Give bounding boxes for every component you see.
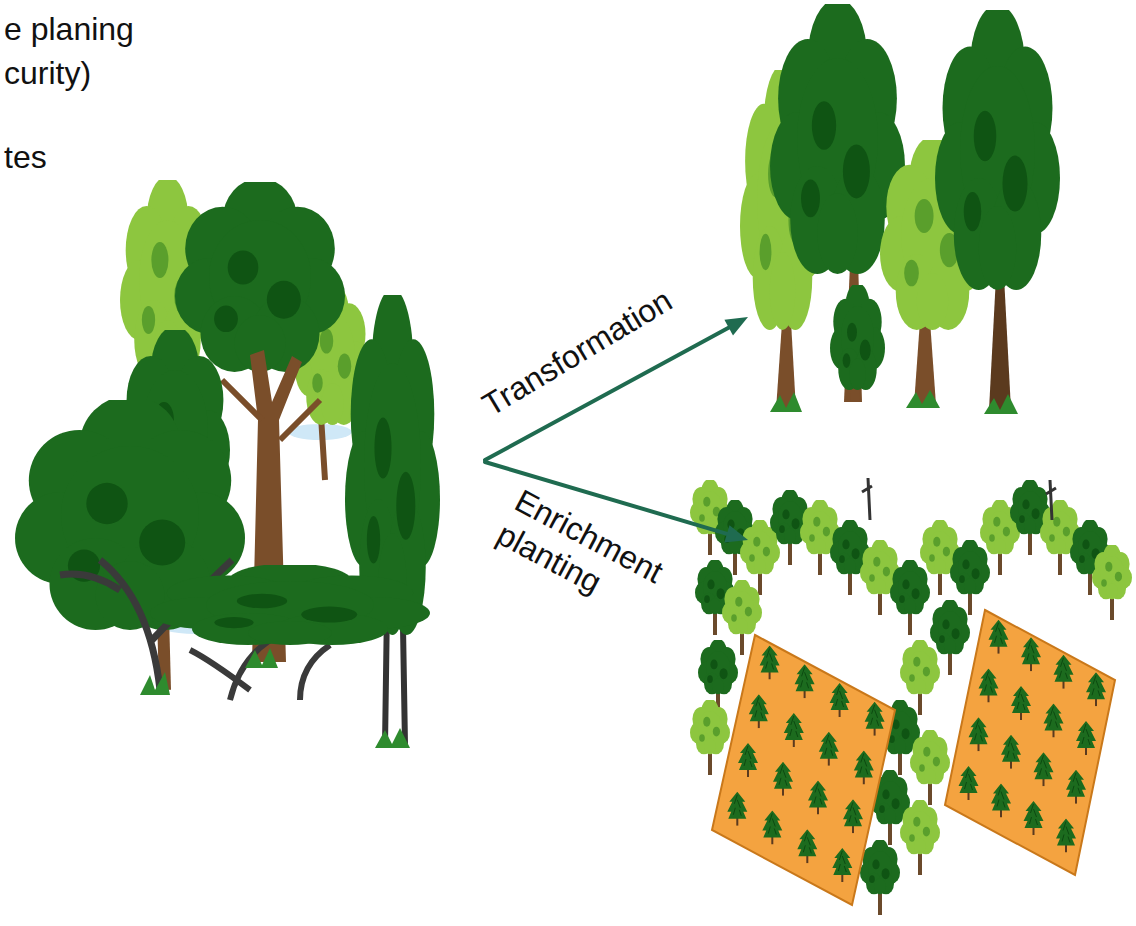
enrichment-plantation-part — [1066, 770, 1086, 804]
enrichment-plantation-part — [797, 829, 817, 863]
enrichment-plantation-part — [830, 683, 850, 717]
enrichment-plantation-part — [1056, 819, 1076, 853]
enrichment-plantation-part — [727, 792, 747, 826]
enrichment-plantation-part — [1076, 721, 1096, 755]
enrichment-plantation-part — [945, 610, 1115, 875]
mixed-forest-part-part — [140, 672, 170, 695]
mixed-forest-part-part — [375, 728, 410, 748]
mixed-forest-part — [140, 648, 410, 748]
enrichment-plantation-part — [1044, 704, 1064, 738]
enrichment-plantation-part — [738, 743, 758, 777]
enrichment-plantation-part — [989, 620, 1009, 654]
enrichment-plantation-part — [762, 811, 782, 845]
enrichment-plantation-part — [1092, 544, 1132, 620]
enrichment-plantation-part — [795, 664, 815, 698]
enrichment-plantation-part — [1021, 637, 1041, 671]
enrichment-plantation-part — [991, 784, 1011, 818]
cut-off-text: tes — [4, 138, 47, 176]
transformed-forest-part-part — [770, 392, 802, 412]
arrow-label: Transformation — [476, 280, 681, 424]
transformed-forest-part-part — [984, 394, 1018, 414]
transformed-forest-part-part — [906, 390, 940, 408]
enrichment-plantation-part — [862, 478, 1056, 520]
mixed-forest-part — [222, 380, 320, 440]
mixed-forest-part — [175, 178, 345, 372]
arrow-label: Enrichment planting — [491, 482, 703, 643]
enrichment-plantation-part — [749, 694, 769, 728]
enrichment-plantation-part — [959, 766, 979, 800]
branch-arrows-part — [724, 525, 748, 542]
enrichment-plantation-part — [784, 713, 804, 747]
enrichment-plantation-part — [1054, 655, 1074, 689]
mixed-forest — [15, 176, 440, 748]
enrichment-plantation-part — [1001, 735, 1021, 769]
enrichment-plantation-part — [712, 635, 895, 905]
enrichment-plantation-part — [1034, 752, 1054, 786]
transformed-forest-part — [935, 4, 1060, 290]
enrichment-plantation-part — [890, 559, 930, 635]
enrichment-plantation-part — [1086, 672, 1106, 706]
branch-arrows-part — [724, 317, 748, 336]
cut-off-text: e planing — [4, 10, 134, 48]
enrichment-plantation-part — [854, 751, 874, 785]
mixed-forest-part-part — [245, 648, 278, 668]
enrichment-plantation-part — [865, 702, 885, 736]
enrichment-plantation-part — [969, 717, 989, 751]
cut-off-text: curity) — [4, 54, 91, 92]
enrichment-plantation-part — [1024, 801, 1044, 835]
enrichment-plantation-part — [860, 839, 900, 915]
enrichment-plantation-part — [760, 646, 780, 680]
enrichment-plantation-part — [773, 762, 793, 796]
enrichment-plantation-part — [910, 729, 950, 805]
mixed-forest-part — [150, 563, 430, 645]
enrichment-plantation-part — [843, 799, 863, 833]
enrichment-plantation-part — [1011, 686, 1031, 720]
enrichment-plantation-part — [819, 732, 839, 766]
enrichment-plantation-part — [808, 781, 828, 815]
enrichment-plantation — [690, 478, 1132, 915]
enrichment-plantation-part — [690, 699, 730, 775]
transformed-forest — [740, 0, 1060, 414]
enrichment-plantation-part — [979, 669, 999, 703]
enrichment-plantation-part — [832, 848, 852, 882]
transformed-forest-part — [770, 390, 1018, 414]
enrichment-plantation-part — [900, 799, 940, 875]
mixed-forest-part — [190, 640, 330, 700]
transformed-forest-part — [830, 283, 885, 390]
